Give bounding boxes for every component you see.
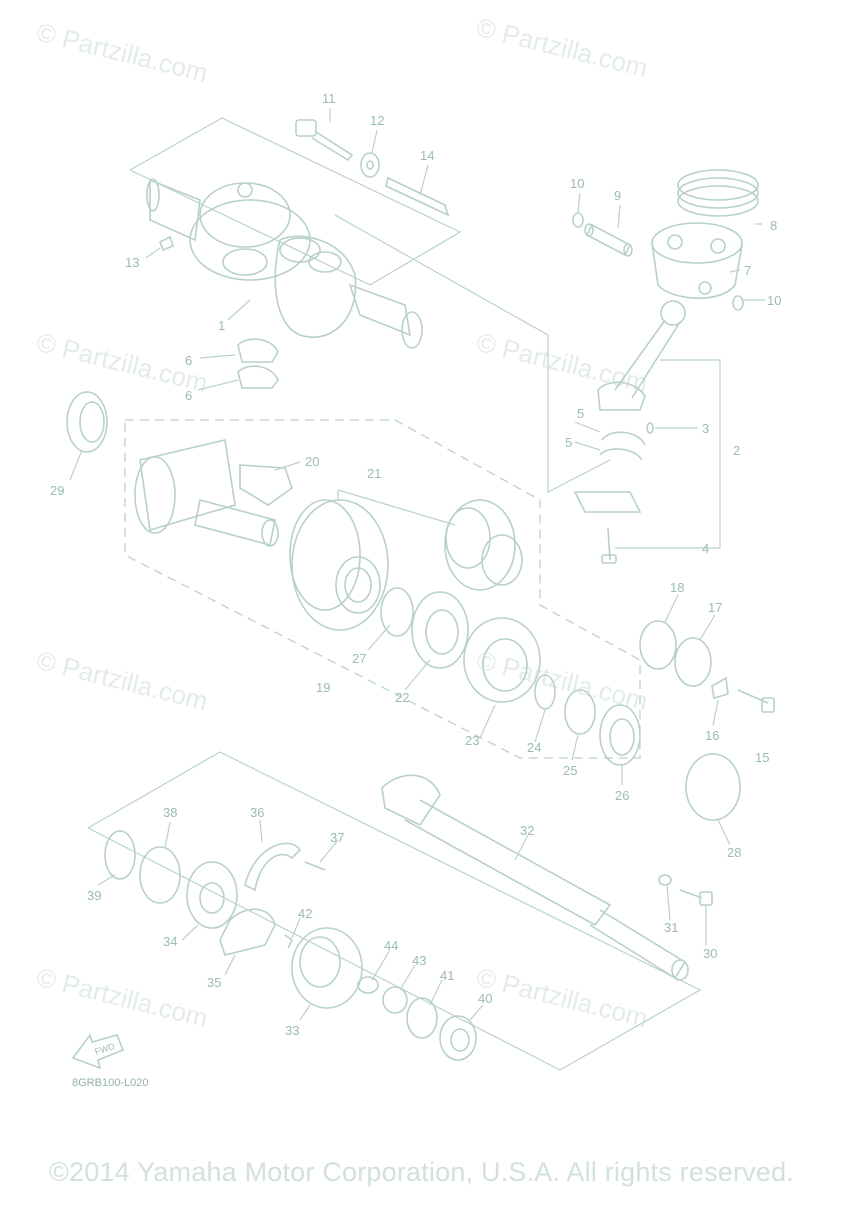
callout-23: 23 — [465, 733, 479, 748]
callout-42: 42 — [298, 906, 312, 921]
callouts: 11 12 14 13 1 6 6 8 7 9 10 10 3 2 4 5 5 … — [50, 91, 781, 1038]
crankshaft — [146, 178, 423, 349]
callout-35: 35 — [207, 975, 221, 990]
callout-37: 37 — [330, 830, 344, 845]
callout-7: 7 — [744, 263, 751, 278]
watermarks: © Partzilla.com © Partzilla.com © Partzi… — [34, 12, 651, 1033]
callout-17: 17 — [708, 600, 722, 615]
connecting-rod — [237, 300, 686, 564]
callout-34: 34 — [163, 934, 177, 949]
callout-44: 44 — [384, 938, 398, 953]
callout-19: 19 — [316, 680, 330, 695]
watermark: © Partzilla.com — [474, 12, 651, 83]
bearings-and-rings — [380, 587, 775, 821]
callout-20: 20 — [305, 454, 319, 469]
callout-10a: 10 — [570, 176, 584, 191]
callout-16: 16 — [705, 728, 719, 743]
crank-to-rod-frame — [334, 214, 611, 493]
copyright-notice: ©2014 Yamaha Motor Corporation, U.S.A. A… — [48, 1157, 795, 1187]
callout-25: 25 — [563, 763, 577, 778]
callout-24: 24 — [527, 740, 541, 755]
callout-41: 41 — [440, 968, 454, 983]
callout-18: 18 — [670, 580, 684, 595]
watermark: © Partzilla.com — [474, 962, 651, 1033]
crank-hardware — [158, 119, 450, 252]
callout-27: 27 — [352, 651, 366, 666]
watermark: © Partzilla.com — [474, 327, 651, 398]
balancer-gears — [289, 499, 523, 631]
group-frames — [87, 117, 721, 1071]
callout-29: 29 — [50, 483, 64, 498]
callout-6b: 6 — [185, 388, 192, 403]
callout-31: 31 — [664, 920, 678, 935]
callout-2: 2 — [733, 443, 740, 458]
callout-28: 28 — [727, 845, 741, 860]
output-shaft — [381, 774, 713, 981]
callout-6a: 6 — [185, 353, 192, 368]
leader-lines — [69, 108, 765, 1021]
callout-14: 14 — [420, 148, 434, 163]
callout-15: 15 — [755, 750, 769, 765]
watermark: © Partzilla.com — [34, 962, 211, 1033]
callout-1: 1 — [218, 318, 225, 333]
callout-30: 30 — [703, 946, 717, 961]
watermark: © Partzilla.com — [34, 645, 211, 716]
callout-21: 21 — [367, 466, 381, 481]
balancer-shaft — [66, 391, 293, 547]
watermark: © Partzilla.com — [34, 17, 211, 88]
callout-12: 12 — [370, 113, 384, 128]
callout-5b: 5 — [565, 435, 572, 450]
callout-33: 33 — [285, 1023, 299, 1038]
callout-32: 32 — [520, 823, 534, 838]
callout-36: 36 — [250, 805, 264, 820]
callout-43: 43 — [412, 953, 426, 968]
callout-11: 11 — [322, 91, 336, 106]
callout-40: 40 — [478, 991, 492, 1006]
callout-13: 13 — [125, 255, 139, 270]
diagram-code: 8GRB100-L020 — [72, 1077, 148, 1089]
callout-38: 38 — [163, 805, 177, 820]
callout-9: 9 — [614, 188, 621, 203]
callout-3: 3 — [702, 421, 709, 436]
fwd-arrow-icon: FWD — [71, 1033, 125, 1070]
callout-5a: 5 — [577, 406, 584, 421]
callout-4: 4 — [702, 541, 709, 556]
callout-26: 26 — [615, 788, 629, 803]
conrod-group-bracket — [615, 359, 721, 549]
callout-39: 39 — [87, 888, 101, 903]
callout-10b: 10 — [767, 293, 781, 308]
starter-parts — [104, 830, 477, 1061]
piston-assembly — [572, 169, 759, 311]
callout-8: 8 — [770, 218, 777, 233]
callout-22: 22 — [395, 690, 409, 705]
crank-hardware-frame — [129, 117, 462, 286]
